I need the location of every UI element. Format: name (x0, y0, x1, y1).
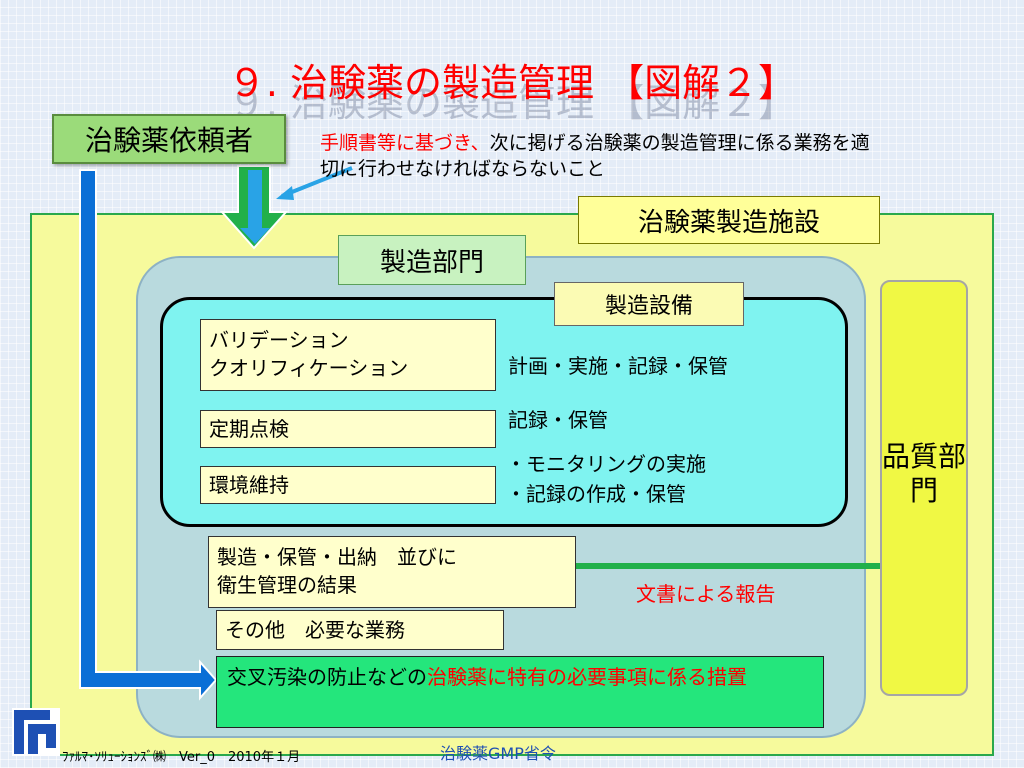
environment-desc-2: ・記録の作成・保管 (506, 482, 686, 506)
report-label: 文書による報告 (636, 582, 776, 606)
environment-box: 環境維持 (200, 466, 496, 504)
quality-department-label: 品質部門 (881, 440, 966, 507)
results-box: 製造・保管・出納 並びに 衛生管理の結果 (208, 536, 576, 608)
pointer-arrow-head (276, 186, 294, 200)
other-tasks-box: その他 必要な業務 (216, 610, 504, 650)
manufacturing-department-label: 製造部門 (338, 235, 526, 285)
requester-box: 治験薬依頼者 (52, 114, 286, 164)
environment-desc-1: ・モニタリングの実施 (506, 452, 706, 476)
page-title: ９. 治験薬の製造管理 【図解２】 (227, 61, 797, 105)
note-text: 次に掲げる治験薬の製造管理に係る業務を適切に行わせなければならないこと (320, 132, 870, 180)
pointer-arrow (281, 166, 353, 198)
equipment-label: 製造設備 (554, 282, 744, 326)
validation-line1: バリデーション (209, 328, 349, 352)
quality-department-box (880, 280, 968, 696)
footer-company: ﾌｧﾙﾏ･ｿﾘｭｰｼｮﾝｽﾞ㈱ Ver_0 2010年１月 (62, 750, 301, 765)
note-red-text: 手順書等に基づき、 (320, 132, 490, 154)
results-line1: 製造・保管・出納 並びに (217, 545, 457, 569)
procedure-note: 手順書等に基づき、次に掲げる治験薬の製造管理に係る業務を適切に行わせなければなら… (320, 130, 880, 182)
validation-line2: クオリフィケーション (209, 356, 409, 380)
special-measures-box: 交叉汚染の防止などの治験薬に特有の必要事項に係る措置 (216, 656, 824, 728)
validation-box: バリデーション クオリフィケーション (200, 319, 496, 391)
inspection-box: 定期点検 (200, 410, 496, 448)
results-line2: 衛生管理の結果 (217, 573, 357, 597)
company-logo (12, 708, 60, 756)
blue-arrow-vertical (79, 169, 218, 701)
footer-title: 治験薬GMP省令 (440, 744, 556, 763)
facility-label: 治験薬製造施設 (578, 196, 880, 244)
light-blue-down-arrow (240, 170, 270, 244)
special-red-text: 治験薬に特有の必要事項に係る措置 (427, 665, 747, 689)
inspection-desc: 記録・保管 (508, 408, 608, 432)
title-shadow: ９. 治験薬の製造管理 【図解２】 (227, 81, 797, 125)
validation-desc: 計画・実施・記録・保管 (508, 354, 728, 378)
special-text: 交叉汚染の防止などの (227, 665, 427, 689)
